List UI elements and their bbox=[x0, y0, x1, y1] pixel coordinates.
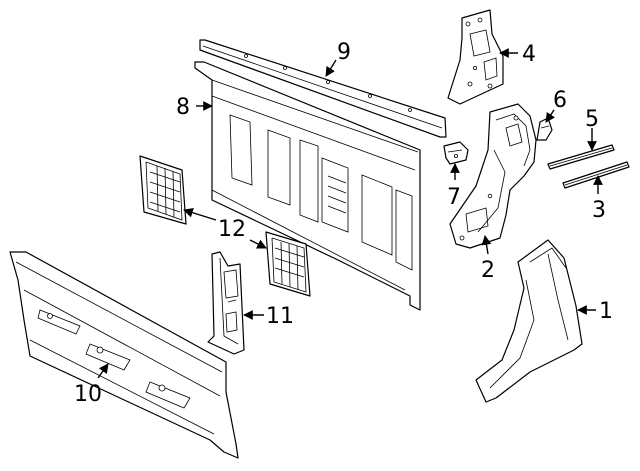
callout-12: 12 bbox=[218, 217, 246, 242]
part-2-inner-pillar bbox=[449, 103, 537, 249]
part-3-strip bbox=[562, 161, 630, 189]
callout-labels: 1 2 3 4 5 6 7 8 9 10 11 12 bbox=[74, 40, 613, 407]
callout-5: 5 bbox=[585, 107, 599, 132]
leader-6 bbox=[545, 109, 555, 123]
callout-4: 4 bbox=[522, 42, 536, 67]
callout-3: 3 bbox=[592, 198, 606, 223]
part-6-clip bbox=[536, 117, 553, 141]
part-9-top-rail bbox=[199, 39, 447, 138]
leader-12b bbox=[249, 239, 267, 249]
callout-1: 1 bbox=[599, 299, 613, 324]
callout-9: 9 bbox=[337, 40, 351, 65]
part-8-back-panel bbox=[194, 61, 421, 311]
part-1-outer-pillar bbox=[475, 239, 583, 403]
callout-6: 6 bbox=[553, 88, 567, 113]
leader-10 bbox=[97, 363, 109, 379]
leader-9 bbox=[325, 59, 337, 77]
callout-11: 11 bbox=[266, 304, 294, 329]
part-12-vent-grille-upper bbox=[139, 155, 187, 225]
part-11-vertical-bracket bbox=[207, 251, 245, 355]
callout-7: 7 bbox=[447, 185, 461, 210]
leader-2 bbox=[481, 235, 492, 255]
part-12-vent-grille-lower bbox=[265, 231, 311, 297]
part-10-floor-panel bbox=[9, 251, 239, 459]
leader-12a bbox=[183, 207, 217, 221]
part-4-upper-bracket bbox=[447, 9, 504, 105]
part-7-small-bracket bbox=[443, 141, 469, 165]
callout-8: 8 bbox=[176, 95, 190, 120]
callout-leaders bbox=[97, 48, 603, 379]
callout-10: 10 bbox=[74, 382, 102, 407]
callout-2: 2 bbox=[481, 258, 495, 283]
part-5-strip bbox=[547, 144, 615, 170]
